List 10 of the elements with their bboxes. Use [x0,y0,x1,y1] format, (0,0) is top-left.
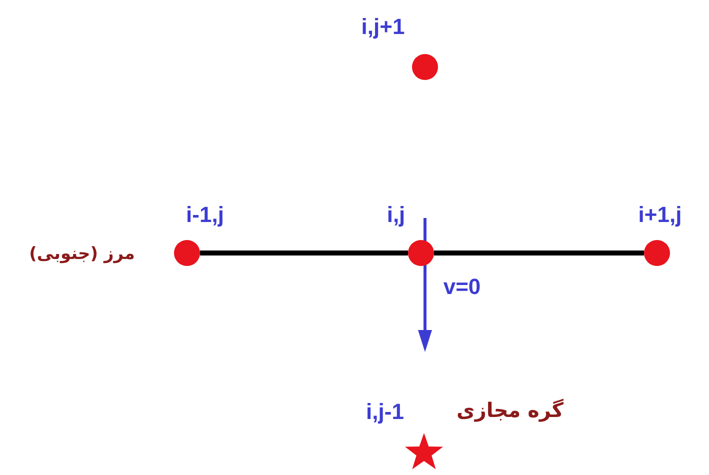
velocity-label: v=0 [443,275,481,299]
node-caption: گره مجازی [456,398,564,422]
node-label: i,j-1 [366,400,404,424]
boundary-line [434,250,644,256]
boundary-label: مرز (جنوبی) [29,244,135,264]
boundary-line [200,250,408,256]
node-label: i,j [386,203,406,227]
node-label: i-1,j [186,203,224,227]
node-label: i+1,j [638,203,682,227]
node-label: i,j+1 [361,15,405,39]
